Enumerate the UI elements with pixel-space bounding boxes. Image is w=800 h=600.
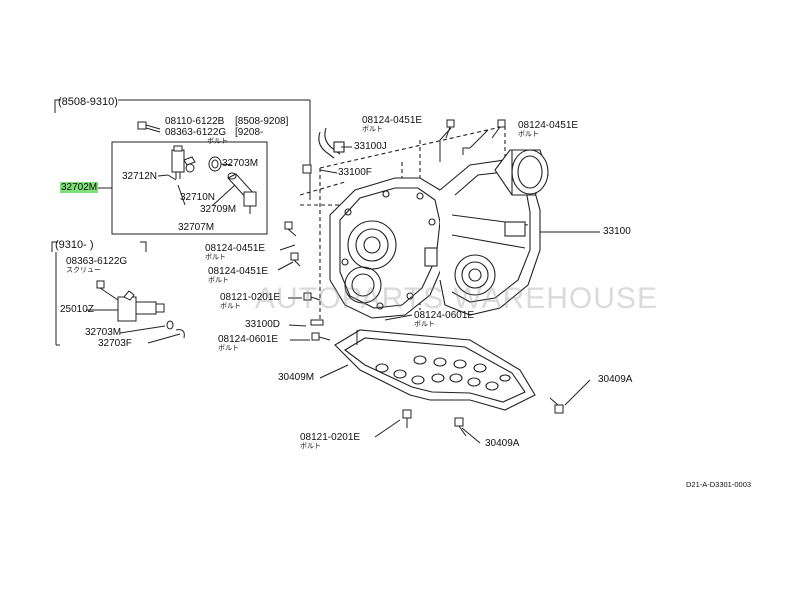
bolt-label-top: ボルト (362, 126, 383, 133)
bolt-label-a: ボルト (207, 138, 228, 145)
range-label-8508-9208: [8508-9208] (235, 116, 289, 127)
injector-parts-b (86, 280, 185, 344)
part-30409A-bottom[interactable]: 30409A (485, 438, 520, 449)
part-32709M[interactable]: 32709M (200, 204, 237, 215)
bolts-main (284, 119, 506, 341)
part-08121-0201E-a[interactable]: 08121-0201E (220, 292, 281, 303)
part-08121-0201E-b[interactable]: 08121-0201E (300, 432, 361, 443)
part-08124-0451E-l2[interactable]: 08124-0451E (208, 266, 269, 277)
part-08124-0451E-right[interactable]: 08124-0451E (518, 120, 579, 131)
inset-bracket-b (51, 241, 147, 346)
part-33100J[interactable]: 33100J (354, 141, 387, 152)
part-32702M-highlighted[interactable]: 32702M (60, 182, 99, 193)
part-33100D[interactable]: 33100D (245, 319, 281, 330)
bolts-skid (356, 330, 591, 444)
part-08124-0601E-a[interactable]: 08124-0601E (414, 310, 475, 321)
injector-parts-a (85, 121, 257, 214)
part-08363-6122G-a[interactable]: 08363-6122G (165, 127, 227, 138)
part-08124-0601E-b[interactable]: 08124-0601E (218, 334, 279, 345)
bolt-label-right: ボルト (518, 131, 539, 138)
part-32712N[interactable]: 32712N (122, 171, 158, 182)
watermark: AUTOPARTS WAREHOUSE (255, 282, 658, 315)
part-08124-0451E-l1[interactable]: 08124-0451E (205, 243, 266, 254)
part-30409M[interactable]: 30409M (278, 372, 315, 383)
part-08363-6122G-b[interactable]: 08363-6122G (66, 256, 128, 267)
part-33100[interactable]: 33100 (603, 226, 631, 237)
part-32707M[interactable]: 32707M (178, 222, 215, 233)
range-label-a: (8508-9310) (58, 96, 118, 108)
part-32703F[interactable]: 32703F (98, 338, 132, 349)
transfer-case (299, 125, 549, 320)
bolt-label-l1: ボルト (205, 254, 226, 261)
range-label-b: (9310- ) (55, 239, 94, 251)
part-08124-0451E-top[interactable]: 08124-0451E (362, 115, 423, 126)
part-32703M-b[interactable]: 32703M (85, 327, 122, 338)
bolt-label-l4: ボルト (414, 321, 435, 328)
part-08110-6122B[interactable]: 08110-6122B (165, 116, 225, 127)
part-30409A-right[interactable]: 30409A (598, 374, 633, 385)
part-32703M[interactable]: 32703M (222, 158, 259, 169)
screw-label: スクリュー (66, 267, 101, 274)
part-32710N[interactable]: 32710N (180, 192, 216, 203)
bolt-label-l5: ボルト (218, 345, 239, 352)
diagram-code: D21-A-D3301-0003 (686, 480, 752, 489)
leader-lines-main (277, 127, 600, 341)
bolt-label-l2: ボルト (208, 277, 229, 284)
part-33100F[interactable]: 33100F (338, 167, 372, 178)
bolt-label-l6: ボルト (300, 443, 321, 450)
part-25010Z[interactable]: 25010Z (60, 304, 94, 315)
range-label-9208: [9208- (235, 127, 264, 138)
skid-plate (319, 329, 536, 411)
bolt-label-l3: ボルト (220, 303, 241, 310)
